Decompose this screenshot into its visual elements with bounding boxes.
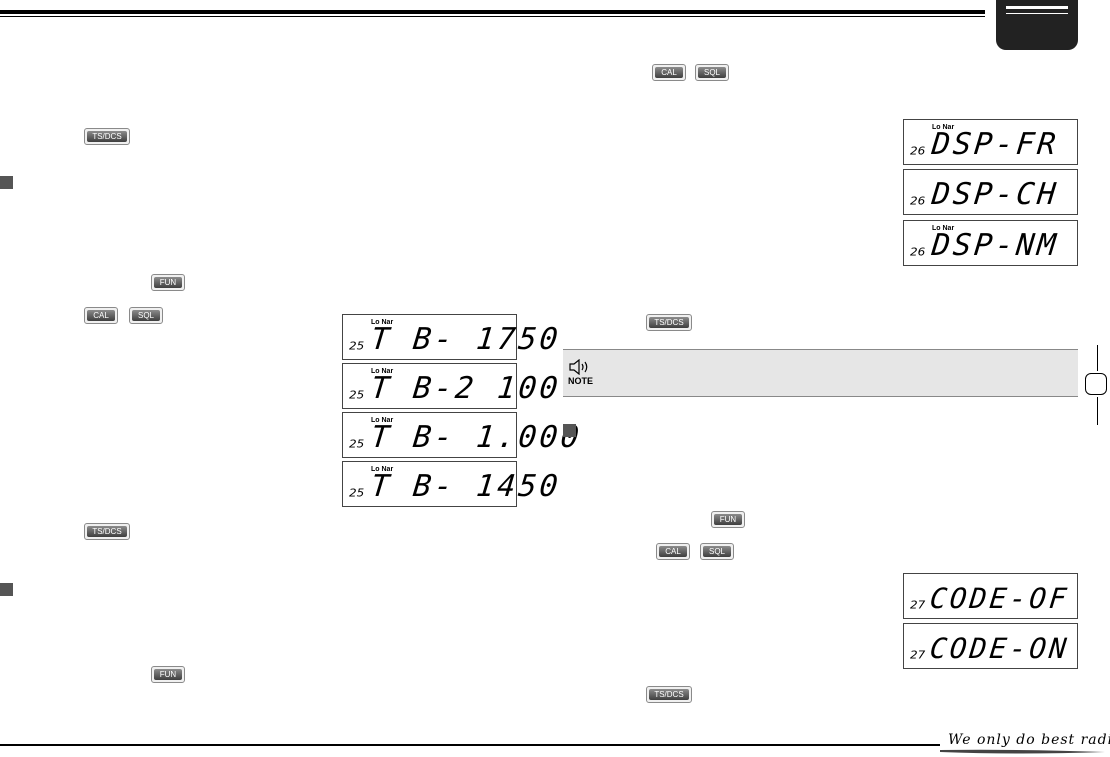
lcd-segment-text: T B- 1.000 <box>369 420 584 455</box>
ts-dcs-key: TS/DCS <box>646 314 692 331</box>
lcd-display: Lo Nar 25 T B- 1.000 <box>342 412 584 458</box>
lo-nar-indicator: Lo Nar <box>371 466 394 473</box>
lcd-segment-text: DSP-CH <box>930 177 1061 212</box>
sql-key: SQL <box>695 64 729 81</box>
lcd-display: Lo Nar 25 T B- 1750 <box>342 314 562 360</box>
footer-slogan: We only do best radio! <box>948 732 1110 748</box>
sql-key: SQL <box>700 543 734 560</box>
lo-nar-indicator: Lo Nar <box>371 417 394 424</box>
lcd-segment-text: DSP-FR <box>930 127 1061 162</box>
lo-nar-indicator: Lo Nar <box>932 124 955 131</box>
lcd-segment-text: CODE-ON <box>928 632 1071 665</box>
header-rule-thick <box>0 10 985 14</box>
fun-key: FUN <box>711 511 745 528</box>
lcd-display: Lo Nar 25 T B-2 100 <box>342 363 562 409</box>
fun-key: FUN <box>151 274 185 291</box>
channel-number: 25 <box>349 437 365 451</box>
lcd-display: Lo Nar 26 DSP-FR <box>903 119 1078 165</box>
note-box: NOTE <box>563 349 1078 397</box>
cal-key: CAL <box>84 307 118 324</box>
lcd-segment-text: T B-2 100 <box>369 371 563 406</box>
note-label: NOTE <box>568 376 594 386</box>
channel-number: 26 <box>910 144 926 158</box>
section-bullet <box>0 176 13 189</box>
lcd-display: Lo Nar 25 T B- 1450 <box>342 461 562 507</box>
fun-key: FUN <box>151 666 185 683</box>
channel-number: 25 <box>349 486 365 500</box>
section-bullet <box>563 424 576 437</box>
cal-key: CAL <box>656 543 690 560</box>
section-bullet <box>0 583 13 596</box>
channel-number: 27 <box>910 598 926 612</box>
cal-key: CAL <box>652 64 686 81</box>
ts-dcs-key: TS/DCS <box>646 686 692 703</box>
header-rule-thin <box>0 16 985 17</box>
lcd-display: 27 CODE-ON <box>903 623 1078 669</box>
channel-number: 26 <box>910 194 926 208</box>
channel-number: 26 <box>910 245 926 259</box>
lo-nar-indicator: Lo Nar <box>932 225 955 232</box>
lcd-segment-text: T B- 1750 <box>369 322 563 357</box>
ts-dcs-key: TS/DCS <box>84 523 130 540</box>
sql-key: SQL <box>129 307 163 324</box>
lcd-segment-text: CODE-OF <box>928 582 1071 615</box>
edge-marker-line <box>1097 397 1098 425</box>
channel-number: 27 <box>910 648 926 662</box>
footer-swoosh <box>940 749 1105 754</box>
footer-rule <box>0 744 940 746</box>
lcd-segment-text: T B- 1450 <box>369 469 563 504</box>
lcd-display: 26 DSP-CH <box>903 169 1078 215</box>
speaker-icon <box>569 359 588 375</box>
page-corner-tab <box>996 0 1078 50</box>
edge-marker-line <box>1097 345 1098 371</box>
channel-number: 25 <box>349 388 365 402</box>
page-number-marker <box>1085 373 1107 395</box>
ts-dcs-key: TS/DCS <box>84 128 130 145</box>
lcd-display: 27 CODE-OF <box>903 573 1078 619</box>
lo-nar-indicator: Lo Nar <box>371 319 394 326</box>
lcd-display: Lo Nar 26 DSP-NM <box>903 220 1078 266</box>
lcd-segment-text: DSP-NM <box>930 228 1061 263</box>
channel-number: 25 <box>349 339 365 353</box>
lo-nar-indicator: Lo Nar <box>371 368 394 375</box>
